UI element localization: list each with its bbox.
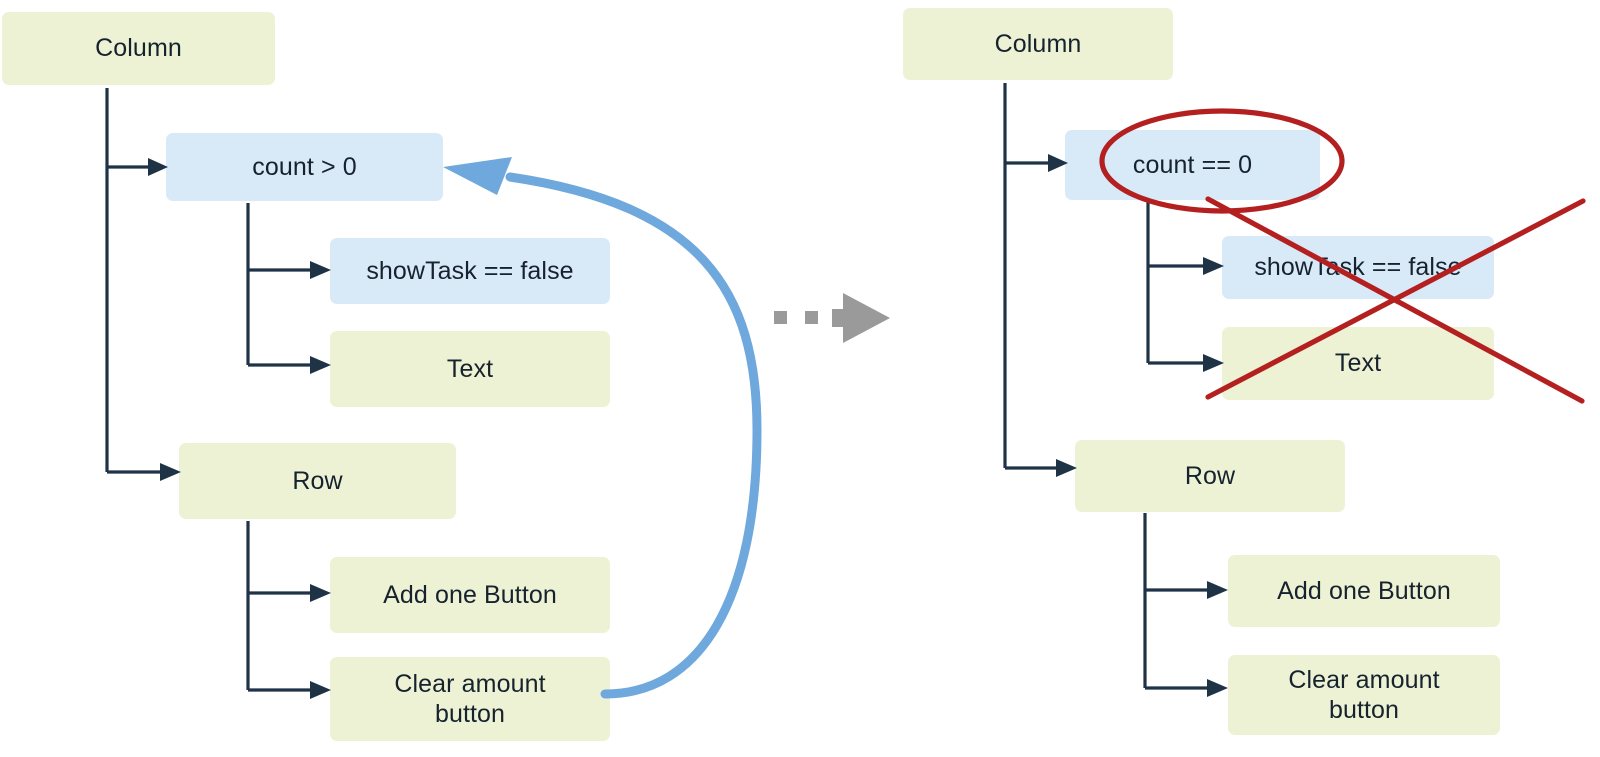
right-node-show-task-label: showTask == false xyxy=(1254,253,1462,282)
right-node-text: Text xyxy=(1222,327,1494,400)
left-arrowhead-addbutton xyxy=(310,584,331,602)
left-node-clear-button-label-line2: button xyxy=(434,700,506,728)
right-node-show-task: showTask == false xyxy=(1222,236,1494,299)
right-node-column-label: Column xyxy=(994,29,1082,58)
left-node-add-button: Add one Button xyxy=(330,557,610,633)
left-node-clear-button: Clear amount button xyxy=(330,657,610,741)
left-node-show-task: showTask == false xyxy=(330,238,610,304)
loop-arrow-head xyxy=(443,157,512,195)
transition-arrow-shaft xyxy=(832,309,849,327)
left-node-column: Column xyxy=(2,12,275,85)
right-node-row: Row xyxy=(1075,440,1345,512)
right-node-clear-button: Clear amount button xyxy=(1228,655,1500,735)
left-node-condition: count > 0 xyxy=(166,133,443,201)
left-node-row: Row xyxy=(179,443,456,519)
left-node-column-label: Column xyxy=(95,34,182,63)
transition-dot-1 xyxy=(774,311,787,324)
left-node-clear-button-label-line1: Clear amount xyxy=(394,669,546,698)
left-node-text-label: Text xyxy=(446,354,494,383)
right-node-add-button: Add one Button xyxy=(1228,555,1500,627)
right-arrowhead-row xyxy=(1056,459,1077,477)
left-arrowhead-showtask xyxy=(310,261,331,279)
transition-dot-2 xyxy=(805,311,818,324)
right-arrowhead-addbutton xyxy=(1207,581,1228,599)
right-node-add-button-label: Add one Button xyxy=(1277,576,1451,605)
right-arrowhead-showtask xyxy=(1203,257,1224,275)
right-node-text-label: Text xyxy=(1334,349,1382,378)
right-node-clear-button-label-line2: button xyxy=(1328,696,1400,724)
left-node-show-task-label: showTask == false xyxy=(366,256,574,285)
right-arrowhead-clearbutton xyxy=(1207,679,1228,697)
left-arrowhead-clearbutton xyxy=(310,681,331,699)
left-arrowhead-text xyxy=(310,356,331,374)
transition-arrow-head xyxy=(843,293,890,343)
left-node-text: Text xyxy=(330,331,610,407)
left-node-row-label: Row xyxy=(292,466,343,495)
left-node-add-button-label: Add one Button xyxy=(383,580,557,609)
right-node-row-label: Row xyxy=(1184,461,1236,490)
right-node-clear-button-label-line1: Clear amount xyxy=(1288,665,1440,694)
right-node-column: Column xyxy=(903,8,1173,80)
right-node-condition: count == 0 xyxy=(1065,130,1320,200)
left-arrowhead-row xyxy=(160,463,181,481)
right-node-condition-label: count == 0 xyxy=(1132,150,1253,179)
left-node-condition-label: count > 0 xyxy=(252,152,357,181)
left-arrowhead-condition xyxy=(148,158,168,176)
right-arrowhead-text xyxy=(1203,354,1224,372)
